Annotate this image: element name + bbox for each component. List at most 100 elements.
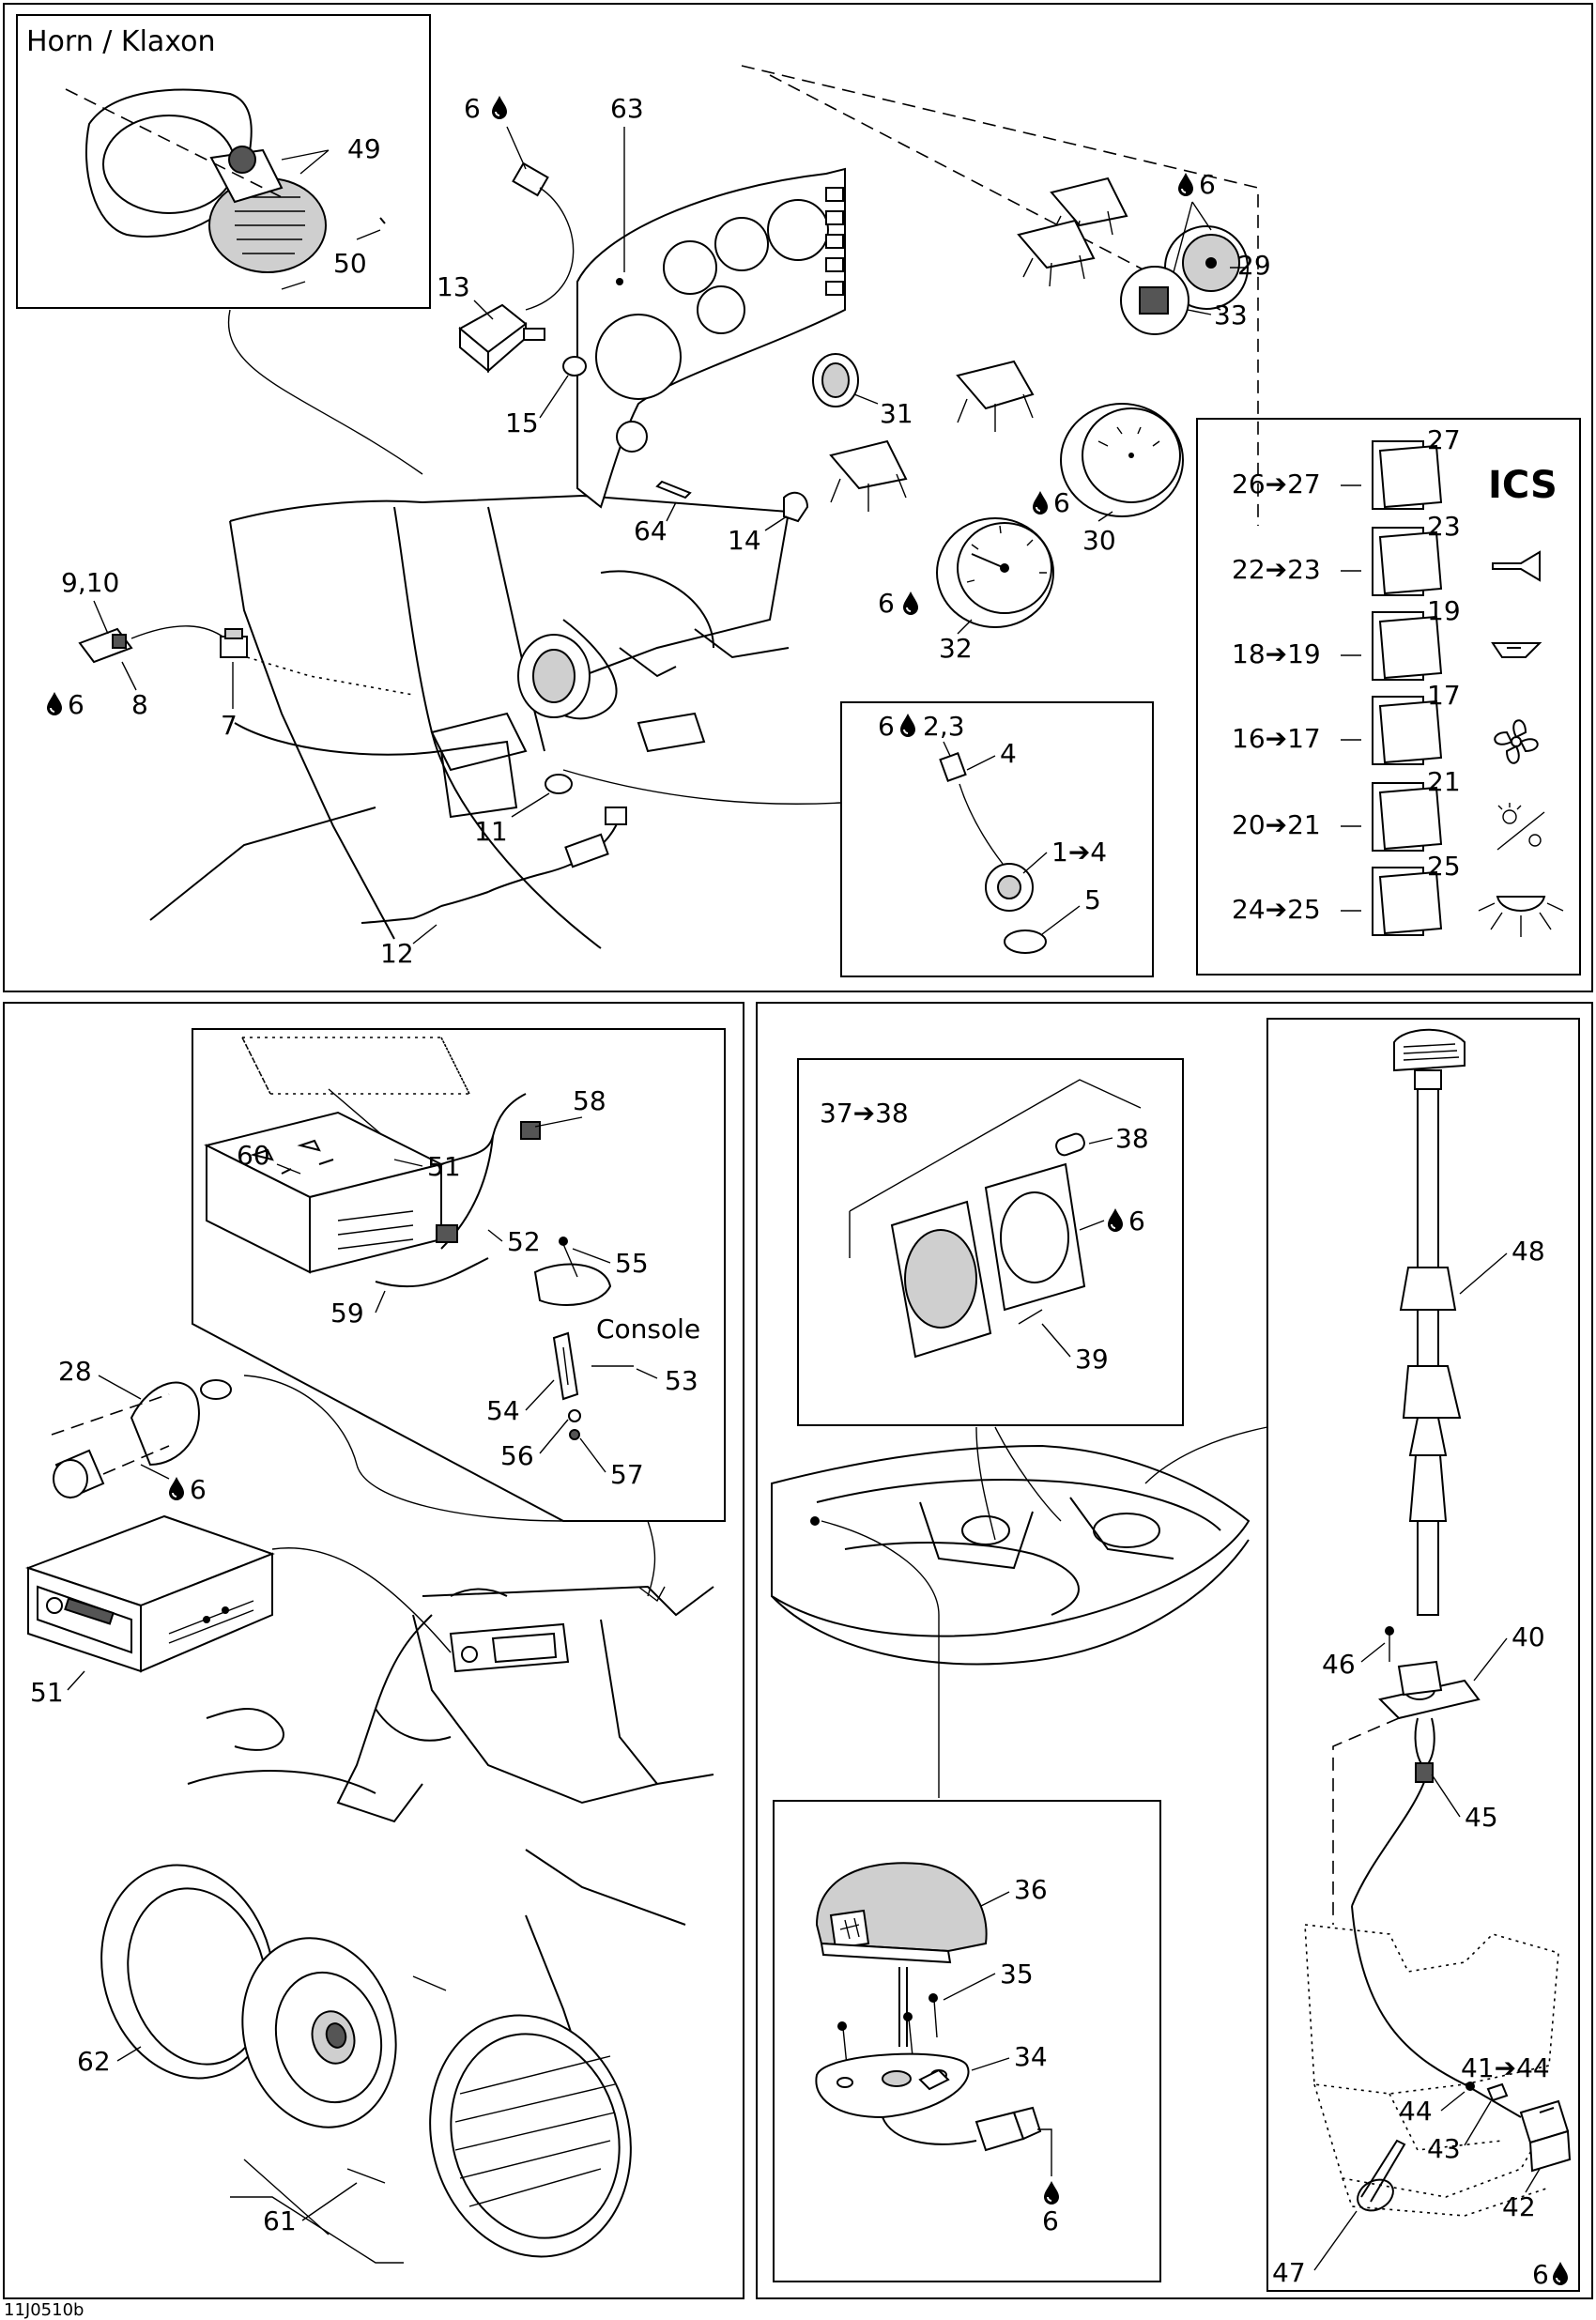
callout-14: 14 <box>728 525 761 556</box>
oil-drop-icon <box>1552 2261 1569 2285</box>
nav-light-inset <box>773 1800 1161 2282</box>
oil-drop-icon <box>168 1476 185 1500</box>
callout-51-stereo: 51 <box>30 1677 64 1708</box>
nut-57 <box>569 1429 580 1440</box>
callout-34: 34 <box>1014 2041 1048 2072</box>
base-34 <box>815 2052 970 2119</box>
anchor-light-icon <box>1496 803 1545 851</box>
callout-36: 36 <box>1014 1874 1048 1905</box>
bottom-left-panel-frame <box>3 1002 744 2299</box>
callout-59: 59 <box>330 1298 364 1329</box>
harness-45 <box>1351 1717 1435 1907</box>
horn-inset: Horn / Klaxon <box>16 14 431 309</box>
bracket-upper <box>1017 177 1128 287</box>
radio-60 <box>204 1111 444 1274</box>
socket-dash <box>1332 1717 1400 1925</box>
callout-6-gauge32: 6 <box>878 588 895 619</box>
callout-40: 40 <box>1512 1621 1545 1652</box>
top-panel-frame <box>3 3 1593 992</box>
gauge-32 <box>936 517 1054 628</box>
legend-pair-trim: 18➔19 <box>1232 638 1321 669</box>
flagpole-panel <box>1266 1018 1580 2292</box>
callout-6-housing: 6 <box>1128 1206 1145 1237</box>
oil-drop-icon <box>899 713 916 737</box>
stereo-51 <box>25 1514 275 1673</box>
callout-6-gauge29: 6 <box>1199 169 1216 200</box>
callout-6-connector42: 6 <box>1532 2259 1549 2290</box>
callout-54: 54 <box>486 1395 520 1426</box>
stereo-leader <box>271 1547 452 1653</box>
callout-6-sender: 6 <box>878 711 895 742</box>
trim-icon <box>1491 642 1542 658</box>
legend-part-horn: 23 <box>1427 511 1461 542</box>
callout-6-connector8: 6 <box>68 689 84 720</box>
callout-29: 29 <box>1237 250 1271 281</box>
legend-row-ics: 26➔27 27 ICS <box>1232 424 1558 510</box>
callout-31: 31 <box>880 398 913 429</box>
horn-icon <box>1492 550 1541 582</box>
callout-43: 43 <box>1427 2133 1461 2164</box>
oil-drop-icon <box>902 591 919 615</box>
boat-overview <box>771 1444 1251 1666</box>
knob-14 <box>783 491 809 523</box>
bottom-right-panel-frame <box>756 1002 1593 2299</box>
callout-52: 52 <box>507 1226 541 1257</box>
console-label: Console <box>596 1314 700 1344</box>
callout-12: 12 <box>380 938 414 969</box>
horn-leader <box>227 309 423 475</box>
callout-50: 50 <box>333 248 367 279</box>
callout-53: 53 <box>665 1365 698 1396</box>
washer-15 <box>562 356 587 376</box>
callout-4: 4 <box>1000 738 1017 769</box>
fan-icon <box>1494 719 1539 764</box>
courtesy-light-icon <box>1478 896 1564 937</box>
washer-56 <box>568 1409 581 1422</box>
boat-leader-4 <box>821 1520 940 1798</box>
callout-28: 28 <box>58 1356 92 1387</box>
gauge-30 <box>1060 403 1184 517</box>
callout-11: 11 <box>474 816 508 847</box>
callout-55: 55 <box>615 1248 649 1279</box>
callout-5: 5 <box>1084 884 1101 915</box>
radio-inset: Console <box>192 1028 726 1522</box>
speaker-bracket-line-2 <box>243 2159 330 2235</box>
callout-13: 13 <box>437 271 470 302</box>
gauge-33 <box>1120 266 1189 335</box>
callout-6-gauge30: 6 <box>1053 487 1070 518</box>
boat-leader-3 <box>1144 1426 1268 1484</box>
legend-pair-fan: 16➔17 <box>1232 723 1321 754</box>
legend-pair-ics: 26➔27 <box>1232 469 1321 499</box>
oil-drop-icon <box>1107 1207 1124 1232</box>
wire-8 <box>130 625 226 639</box>
legend-row-fan: 16➔17 17 <box>1232 680 1539 765</box>
screw-39 <box>1018 1309 1043 1325</box>
socket-leader <box>243 1375 564 1522</box>
callout-46: 46 <box>1322 1649 1356 1680</box>
callout-6-top: 6 <box>464 93 481 124</box>
oil-drop-icon <box>1032 490 1049 515</box>
callout-6-socket: 6 <box>190 1474 207 1505</box>
connector-8 <box>78 627 133 664</box>
dash-radio-area <box>187 1585 714 2066</box>
callout-62: 62 <box>77 2046 111 2077</box>
bracket-32 <box>829 439 908 512</box>
callout-57: 57 <box>610 1459 644 1490</box>
callout-60: 60 <box>237 1140 270 1171</box>
bezel-37 <box>890 1200 992 1359</box>
speaker-grille <box>429 2014 632 2258</box>
connector-42 <box>1519 2099 1572 2173</box>
switch-legend: 26➔27 27 ICS 22➔23 23 18➔19 19 16➔17 <box>1196 418 1581 976</box>
callout-15: 15 <box>505 407 539 438</box>
oil-drop-icon <box>491 95 508 119</box>
callout-9-10: 9,10 <box>61 567 119 598</box>
callout-56: 56 <box>500 1440 534 1471</box>
callout-8: 8 <box>131 689 148 720</box>
ics-icon: ICS <box>1488 464 1558 507</box>
callout-51-radio: 51 <box>427 1151 461 1182</box>
legend-part-trim: 19 <box>1427 595 1461 626</box>
boat-leader-2 <box>994 1426 1062 1522</box>
screw-55 <box>562 1243 578 1278</box>
switch-13 <box>458 303 545 374</box>
oil-drop-icon <box>1177 172 1194 196</box>
callout-35: 35 <box>1000 1959 1034 1990</box>
